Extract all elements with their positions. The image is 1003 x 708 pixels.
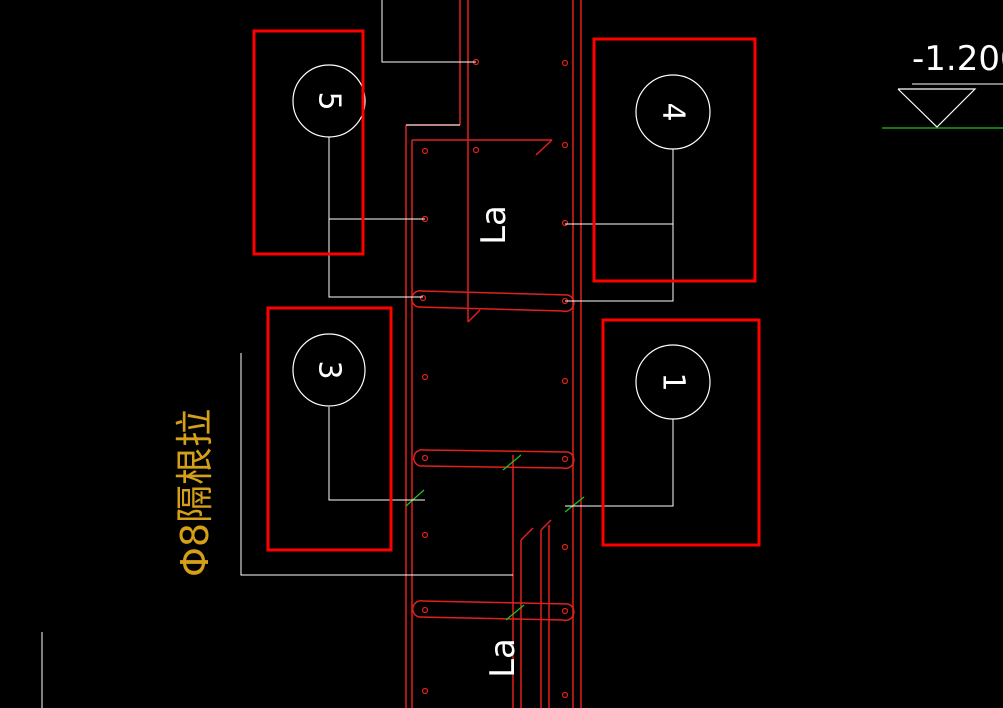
anchorage-label-top: La [474, 205, 514, 245]
elevation-mark: -1.200 [882, 39, 1003, 129]
callout-5: 5 [292, 64, 366, 138]
callout-bubble [292, 64, 366, 138]
tie-bar-2 [413, 449, 575, 470]
green-ticks [405, 454, 585, 621]
callout-4: 4 [635, 74, 711, 150]
callout-bubble [292, 333, 366, 407]
leader-5-a [328, 137, 423, 298]
rebar-cage [405, 0, 582, 708]
lower-bar-hook-1 [520, 527, 534, 541]
elevation-triangle [897, 88, 977, 128]
highlight-box-5 [252, 29, 365, 256]
leader-lines [41, 0, 674, 708]
highlight-box-1 [601, 318, 761, 547]
tie-bar-note: Φ8隔根拉 [173, 409, 217, 577]
leader-1 [565, 419, 674, 507]
leader-3 [328, 407, 425, 501]
beam-bar-hook [467, 309, 481, 323]
callout-bubble [635, 344, 711, 420]
elevation-text: -1.200 [912, 39, 1003, 79]
tie-bar-1 [411, 290, 575, 313]
lower-bar-hook-2 [540, 519, 552, 531]
callout-label: 1 [656, 372, 691, 391]
highlight-box-4 [592, 37, 757, 283]
callout-label: 4 [656, 102, 691, 121]
highlight-boxes [252, 29, 761, 552]
callout-label: 5 [312, 91, 347, 110]
stirrup-hook-top [535, 139, 553, 156]
leader-4-a [565, 149, 674, 302]
callout-label: 3 [312, 360, 347, 379]
callout-1: 1 [635, 344, 711, 420]
callout-3: 3 [292, 333, 366, 407]
callout-bubble [635, 74, 711, 150]
rebar-dots [419, 58, 569, 699]
tie-bar-3 [412, 600, 575, 622]
anchorage-label-bottom: La [483, 638, 523, 678]
highlight-box-3 [266, 306, 393, 552]
leader-top [381, 0, 476, 63]
leader-note [240, 353, 513, 576]
